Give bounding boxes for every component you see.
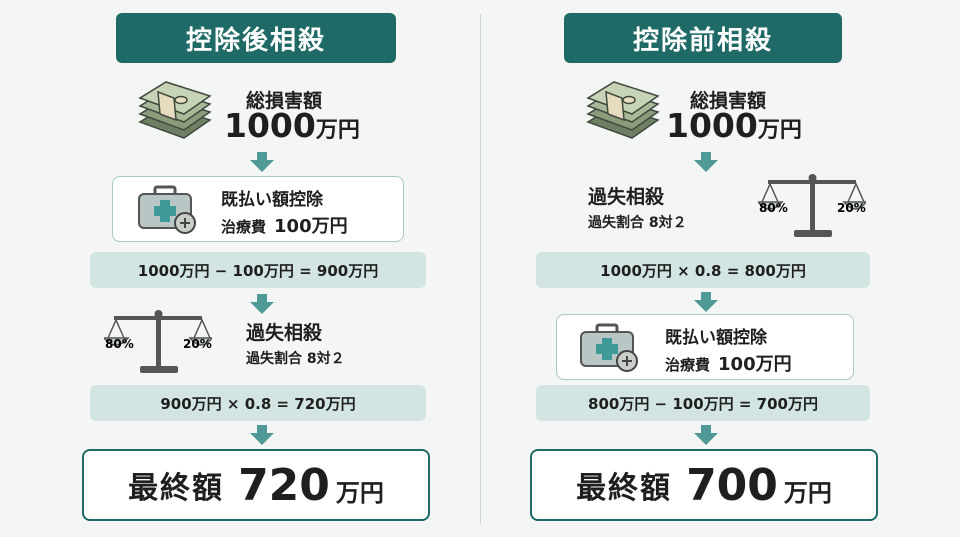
arrow-down-icon (694, 425, 718, 445)
left-calc-2: 900万円 × 0.8 = 720万円 (90, 385, 426, 421)
left-final-unit: 万円 (335, 478, 384, 507)
right-deduction-item: 治療費 (665, 356, 711, 374)
right-total-label: 総損害額 (690, 90, 767, 112)
right-final-box: 最終額 700 万円 (530, 449, 878, 521)
money-stack-icon (586, 81, 660, 139)
right-deduction-card: 既払い額控除 治療費 100万円 (556, 314, 854, 380)
medical-kit-icon (138, 185, 196, 234)
left-deduction-detail: 治療費 100万円 (221, 212, 348, 238)
left-deduction-label: 既払い額控除 (221, 190, 323, 210)
column-divider (480, 14, 481, 524)
right-fault-right-pct: 20% (837, 201, 866, 215)
right-total-amount: 1000万円 (666, 106, 802, 145)
left-final-label: 最終額 (128, 471, 225, 506)
right-fault-title: 過失相殺 (588, 186, 665, 208)
right-column: 控除前相殺 総損害額 1000万円 過失相殺 過失割合 8対２ 80% 20% … (480, 0, 960, 537)
left-final-amount: 720 (238, 459, 330, 511)
right-fault-left-pct: 80% (759, 201, 788, 215)
right-calc-1: 1000万円 × 0.8 = 800万円 (536, 252, 870, 288)
right-title: 控除前相殺 (564, 13, 842, 63)
right-final-unit: 万円 (783, 478, 832, 507)
right-final-amount: 700 (686, 459, 778, 511)
left-final-box: 最終額 720 万円 (82, 449, 430, 521)
arrow-down-icon (250, 294, 274, 314)
right-total-unit: 万円 (757, 118, 802, 143)
left-total-amount: 1000万円 (224, 106, 360, 145)
right-calc-2: 800万円 − 100万円 = 700万円 (536, 385, 870, 421)
right-fault-ratio: 過失割合 8対２ (588, 215, 687, 231)
arrow-down-icon (250, 152, 274, 172)
left-fault-left-pct: 80% (105, 337, 134, 351)
right-deduction-label: 既払い額控除 (665, 328, 767, 348)
left-fault-title: 過失相殺 (246, 322, 323, 344)
left-deduction-amount: 100万円 (274, 216, 348, 237)
arrow-down-icon (694, 292, 718, 312)
right-total-number: 1000 (666, 106, 758, 145)
right-deduction-detail: 治療費 100万円 (665, 350, 792, 376)
right-deduction-amount: 100万円 (718, 354, 792, 375)
balance-scale-icon: 80% 20% (758, 174, 866, 237)
left-total-label: 総損害額 (246, 90, 323, 112)
left-deduction-item: 治療費 (221, 218, 267, 236)
balance-scale-icon: 80% 20% (104, 310, 212, 373)
left-deduction-card: 既払い額控除 治療費 100万円 (112, 176, 404, 242)
right-final-label: 最終額 (576, 471, 673, 506)
left-total-number: 1000 (224, 106, 316, 145)
left-fault-right-pct: 20% (183, 337, 212, 351)
medical-kit-icon (580, 323, 638, 372)
left-fault-ratio: 過失割合 8対２ (246, 351, 345, 367)
left-total-unit: 万円 (315, 118, 360, 143)
arrow-down-icon (694, 152, 718, 172)
left-calc-1: 1000万円 − 100万円 = 900万円 (90, 252, 426, 288)
money-stack-icon (138, 81, 212, 139)
left-title: 控除後相殺 (116, 13, 396, 63)
arrow-down-icon (250, 425, 274, 445)
